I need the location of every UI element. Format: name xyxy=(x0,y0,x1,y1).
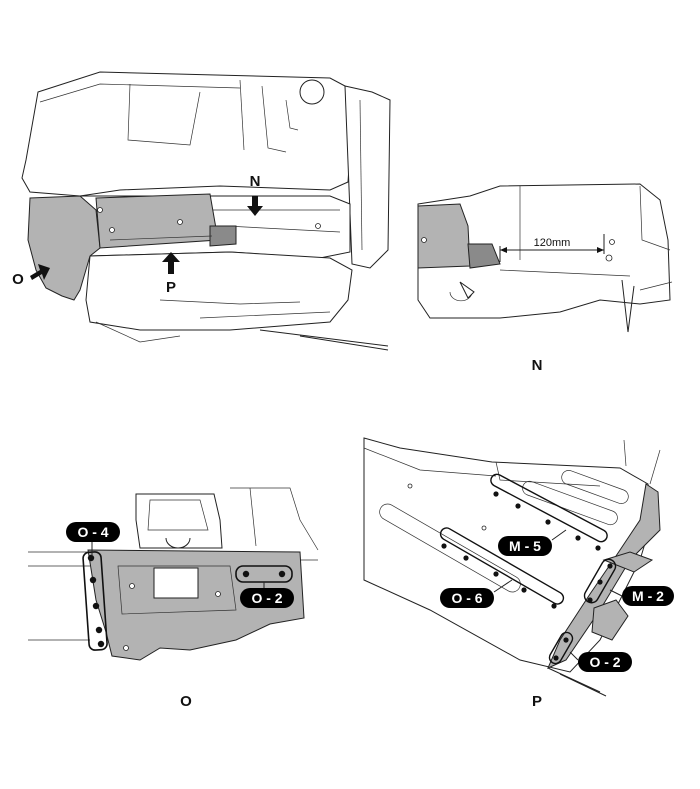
bracket-opening xyxy=(153,567,199,599)
tag-o4: O - 4 xyxy=(66,522,120,542)
tag-o6: O - 6 xyxy=(440,588,494,608)
detail-p-panel: M - 5 O - 6 M - 2 O - 2 P xyxy=(363,437,674,710)
arrow-label-o: O xyxy=(12,271,24,288)
svg-text:M - 5: M - 5 xyxy=(509,538,541,554)
overview-panel: N P O xyxy=(12,71,391,351)
svg-text:O - 4: O - 4 xyxy=(77,524,108,540)
detail-o-panel: O - 4 O - 2 O xyxy=(28,487,319,710)
svg-text:M - 2: M - 2 xyxy=(632,588,664,604)
dimension-120mm: 120mm xyxy=(534,237,571,249)
arrow-n-icon xyxy=(247,196,263,216)
svg-text:O - 6: O - 6 xyxy=(451,590,482,606)
caption-n: N xyxy=(532,357,543,374)
tag-o2-right-panel: O - 2 xyxy=(578,652,632,672)
caption-o: O xyxy=(180,693,192,710)
svg-text:O - 2: O - 2 xyxy=(251,590,282,606)
svg-text:O - 2: O - 2 xyxy=(589,654,620,670)
tag-m2: M - 2 xyxy=(622,586,674,606)
arrow-o-icon xyxy=(30,264,50,280)
arrow-label-p: P xyxy=(166,279,176,296)
tag-o2-left-panel: O - 2 xyxy=(240,588,294,608)
tag-m5: M - 5 xyxy=(498,536,552,556)
arrow-p-icon xyxy=(162,252,180,274)
caption-p: P xyxy=(532,693,542,710)
arrow-label-n: N xyxy=(250,173,261,190)
detail-n-panel: 120mm N xyxy=(417,183,673,374)
